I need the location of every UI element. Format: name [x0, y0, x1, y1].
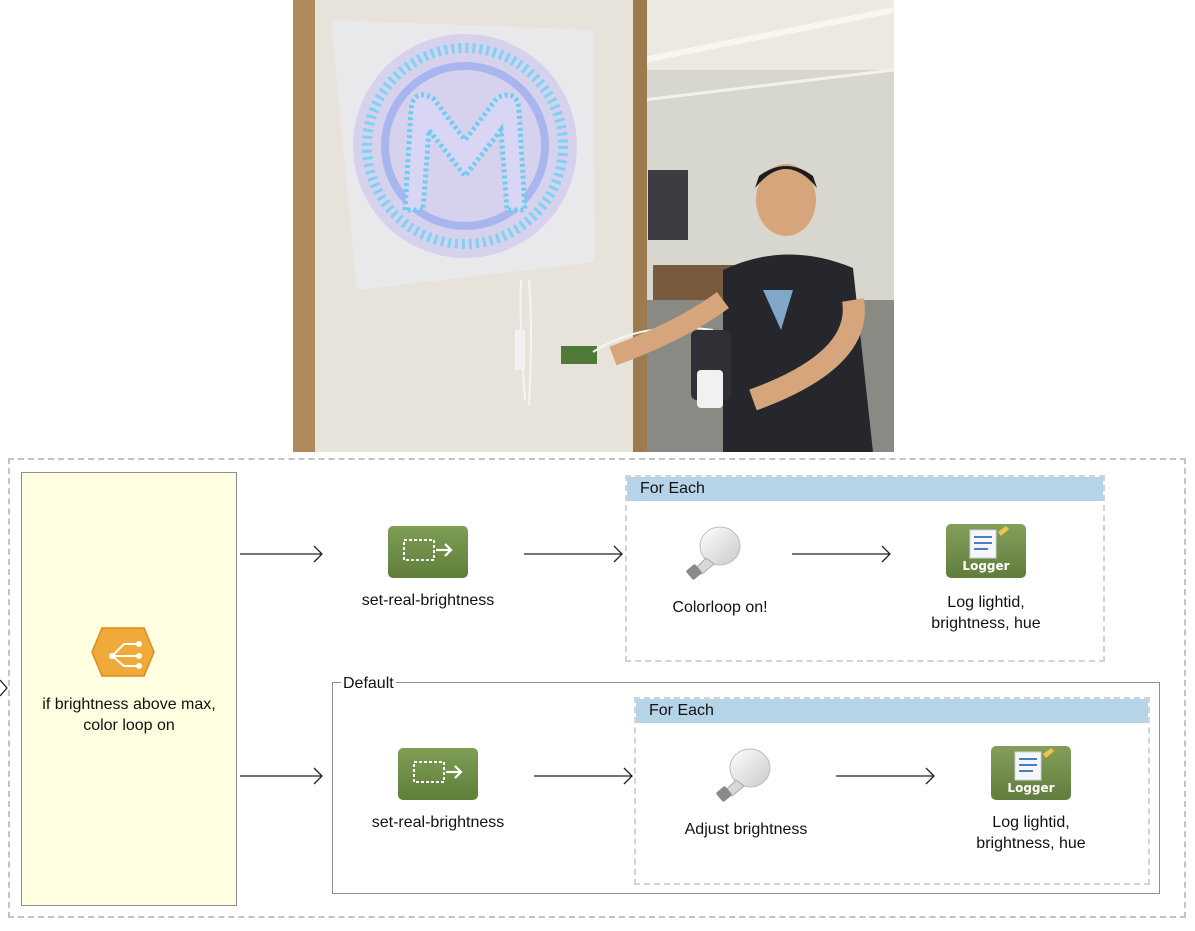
- transform-message-icon: [413, 761, 463, 783]
- light-bulb-icon: [716, 748, 771, 802]
- route2-arrow-to-transform: [240, 767, 323, 785]
- route1-arrow-to-transform: [240, 545, 323, 563]
- default-route-label: Default: [341, 675, 396, 693]
- choice-router-label: if brightness above max, color loop on: [42, 696, 216, 734]
- route2-bulb-label: Adjust brightness: [684, 821, 808, 838]
- route2-transform-tile[interactable]: [398, 748, 478, 800]
- route2-arrow-to-logger: [836, 767, 935, 785]
- route2-arrow-to-foreach: [534, 767, 633, 785]
- route2-logger-tile[interactable]: Logger: [991, 746, 1071, 800]
- route1-logger-label: Log lightid, brightness, hue: [931, 594, 1041, 632]
- route2-foreach-header: For Each: [636, 699, 1148, 723]
- logger-icon: Logger: [962, 526, 1010, 573]
- route2-foreach-scope[interactable]: For Each: [634, 697, 1150, 885]
- route1-foreach-header: For Each: [627, 477, 1103, 501]
- photo-illustration: [293, 0, 894, 452]
- choice-router-panel[interactable]: [21, 472, 237, 906]
- logger-caption: Logger: [962, 559, 1009, 573]
- route1-arrow-to-foreach: [524, 545, 623, 563]
- route2-logger-label: Log lightid, brightness, hue: [976, 814, 1086, 852]
- default-route-box[interactable]: [332, 682, 1160, 894]
- route1-foreach-scope[interactable]: For Each: [625, 475, 1105, 662]
- route1-transform-tile[interactable]: [388, 526, 468, 578]
- choice-router-icon: [91, 627, 155, 677]
- route1-logger-tile[interactable]: Logger: [946, 524, 1026, 578]
- logger-icon: Logger: [1007, 748, 1055, 795]
- transform-message-icon: [403, 539, 453, 561]
- route2-transform-label: set-real-brightness: [371, 814, 505, 831]
- photo-led-sign: [293, 0, 894, 452]
- flow-canvas: [8, 458, 1186, 918]
- light-bulb-icon: [686, 526, 741, 580]
- route1-bulb-label: Colorloop on!: [672, 599, 768, 616]
- logger-caption: Logger: [1007, 781, 1054, 795]
- route1-arrow-to-logger: [792, 545, 891, 563]
- entry-arrow-icon: [0, 679, 8, 697]
- route1-transform-label: set-real-brightness: [361, 592, 495, 609]
